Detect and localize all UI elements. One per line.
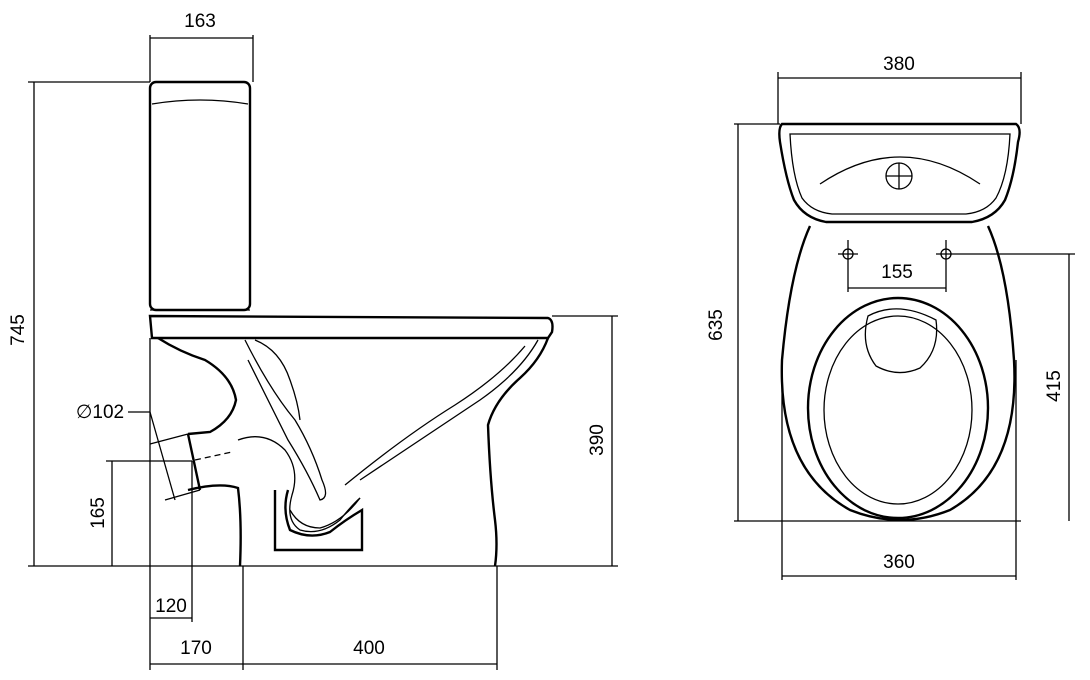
dim-top-tank-width: 380: [883, 54, 915, 75]
fixing-hole-right: [936, 240, 956, 268]
bowl-outline: [140, 314, 554, 567]
dim-total-height: 745: [8, 314, 29, 346]
dim-outlet-height: 165: [88, 497, 109, 529]
dim-fixing-holes-spacing: 155: [881, 262, 913, 283]
top-dimension-lines: [734, 72, 1075, 580]
dim-bowl-length: 400: [353, 638, 385, 659]
top-view: 380 635 155 415 360: [706, 54, 1075, 580]
side-dimension-lines: [28, 35, 618, 670]
tank-outline: [148, 80, 252, 312]
dim-seat-height: 390: [587, 424, 608, 456]
dim-outlet-diameter: ∅102: [76, 402, 124, 423]
dim-bowl-width: 360: [883, 552, 915, 573]
dim-base-offset: 170: [180, 638, 212, 659]
fixing-hole-left: [838, 240, 858, 268]
bowl-top-outline: [780, 225, 1016, 522]
dim-outlet-offset: 120: [155, 596, 187, 617]
tank-top-outline: [778, 122, 1021, 224]
side-view: 163 745 390 ∅102 165 120 170 400: [8, 11, 618, 670]
dim-bowl-depth: 415: [1044, 370, 1065, 402]
dim-tank-width: 163: [184, 11, 216, 32]
dim-total-depth: 635: [706, 309, 727, 341]
